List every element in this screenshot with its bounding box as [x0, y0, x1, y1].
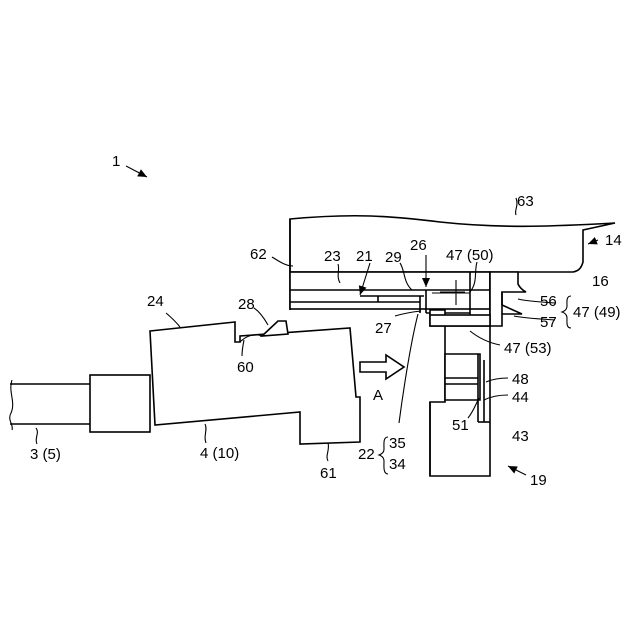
- label-24: 24: [147, 293, 164, 310]
- label-A: A: [373, 387, 383, 404]
- label-47-53: 47 (53): [504, 340, 552, 357]
- label-26: 26: [410, 237, 427, 254]
- label-1: 1: [112, 153, 120, 170]
- label-43: 43: [512, 428, 529, 445]
- label-57: 57: [540, 314, 557, 331]
- label-22: 22: [358, 446, 375, 463]
- label-51: 51: [452, 417, 469, 434]
- label-29: 29: [385, 249, 402, 266]
- label-23: 23: [324, 248, 341, 265]
- label-60: 60: [237, 359, 254, 376]
- label-16: 16: [592, 273, 609, 290]
- label-35: 35: [389, 435, 406, 452]
- label-21: 21: [356, 248, 373, 265]
- connector-housing: [150, 321, 360, 444]
- label-47-49: 47 (49): [573, 304, 621, 321]
- cable: [10, 375, 150, 432]
- label-14: 14: [605, 232, 622, 249]
- insertion-arrow: [360, 355, 404, 379]
- label-3-5: 3 (5): [30, 446, 61, 463]
- module-body: [430, 310, 490, 476]
- side-lock: [490, 272, 526, 326]
- label-56: 56: [540, 293, 557, 310]
- label-4-10: 4 (10): [200, 445, 239, 462]
- label-63: 63: [517, 193, 534, 210]
- label-27: 27: [375, 320, 392, 337]
- label-44: 44: [512, 389, 529, 406]
- label-47-50: 47 (50): [446, 247, 494, 264]
- label-34: 34: [389, 456, 406, 473]
- label-28: 28: [238, 296, 255, 313]
- label-48: 48: [512, 371, 529, 388]
- label-61: 61: [320, 465, 337, 482]
- label-62: 62: [250, 246, 267, 263]
- label-19: 19: [530, 472, 547, 489]
